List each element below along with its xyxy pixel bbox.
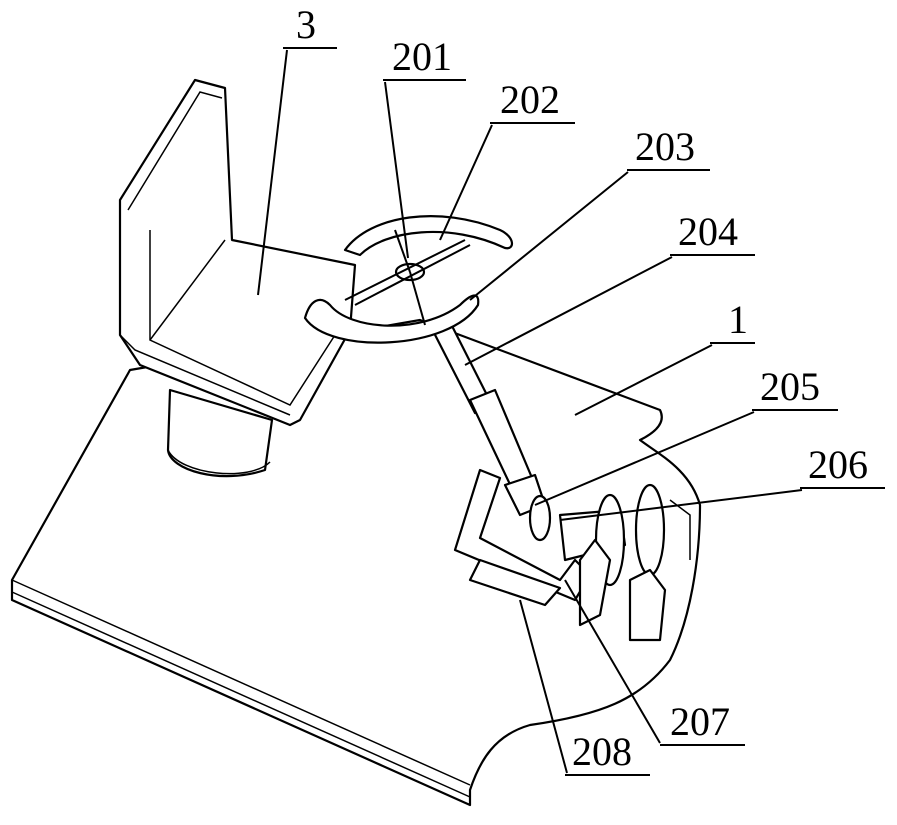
label-201: 201 bbox=[392, 34, 452, 79]
label-206: 206 bbox=[808, 442, 868, 487]
gear-set bbox=[528, 483, 691, 642]
steering-wheel bbox=[303, 215, 513, 344]
label-1: 1 bbox=[728, 297, 748, 342]
label-202: 202 bbox=[500, 77, 560, 122]
label-208: 208 bbox=[572, 729, 632, 774]
label-203: 203 bbox=[635, 124, 695, 169]
label-3: 3 bbox=[296, 2, 316, 47]
leader-lines bbox=[257, 47, 885, 776]
label-205: 205 bbox=[760, 364, 820, 409]
label-207: 207 bbox=[670, 699, 730, 744]
label-204: 204 bbox=[678, 209, 738, 254]
seat-post bbox=[166, 388, 274, 478]
steering-column bbox=[428, 316, 547, 517]
seat bbox=[118, 78, 357, 427]
part-labels: 3 201 202 203 204 1 205 206 207 208 bbox=[296, 2, 868, 774]
